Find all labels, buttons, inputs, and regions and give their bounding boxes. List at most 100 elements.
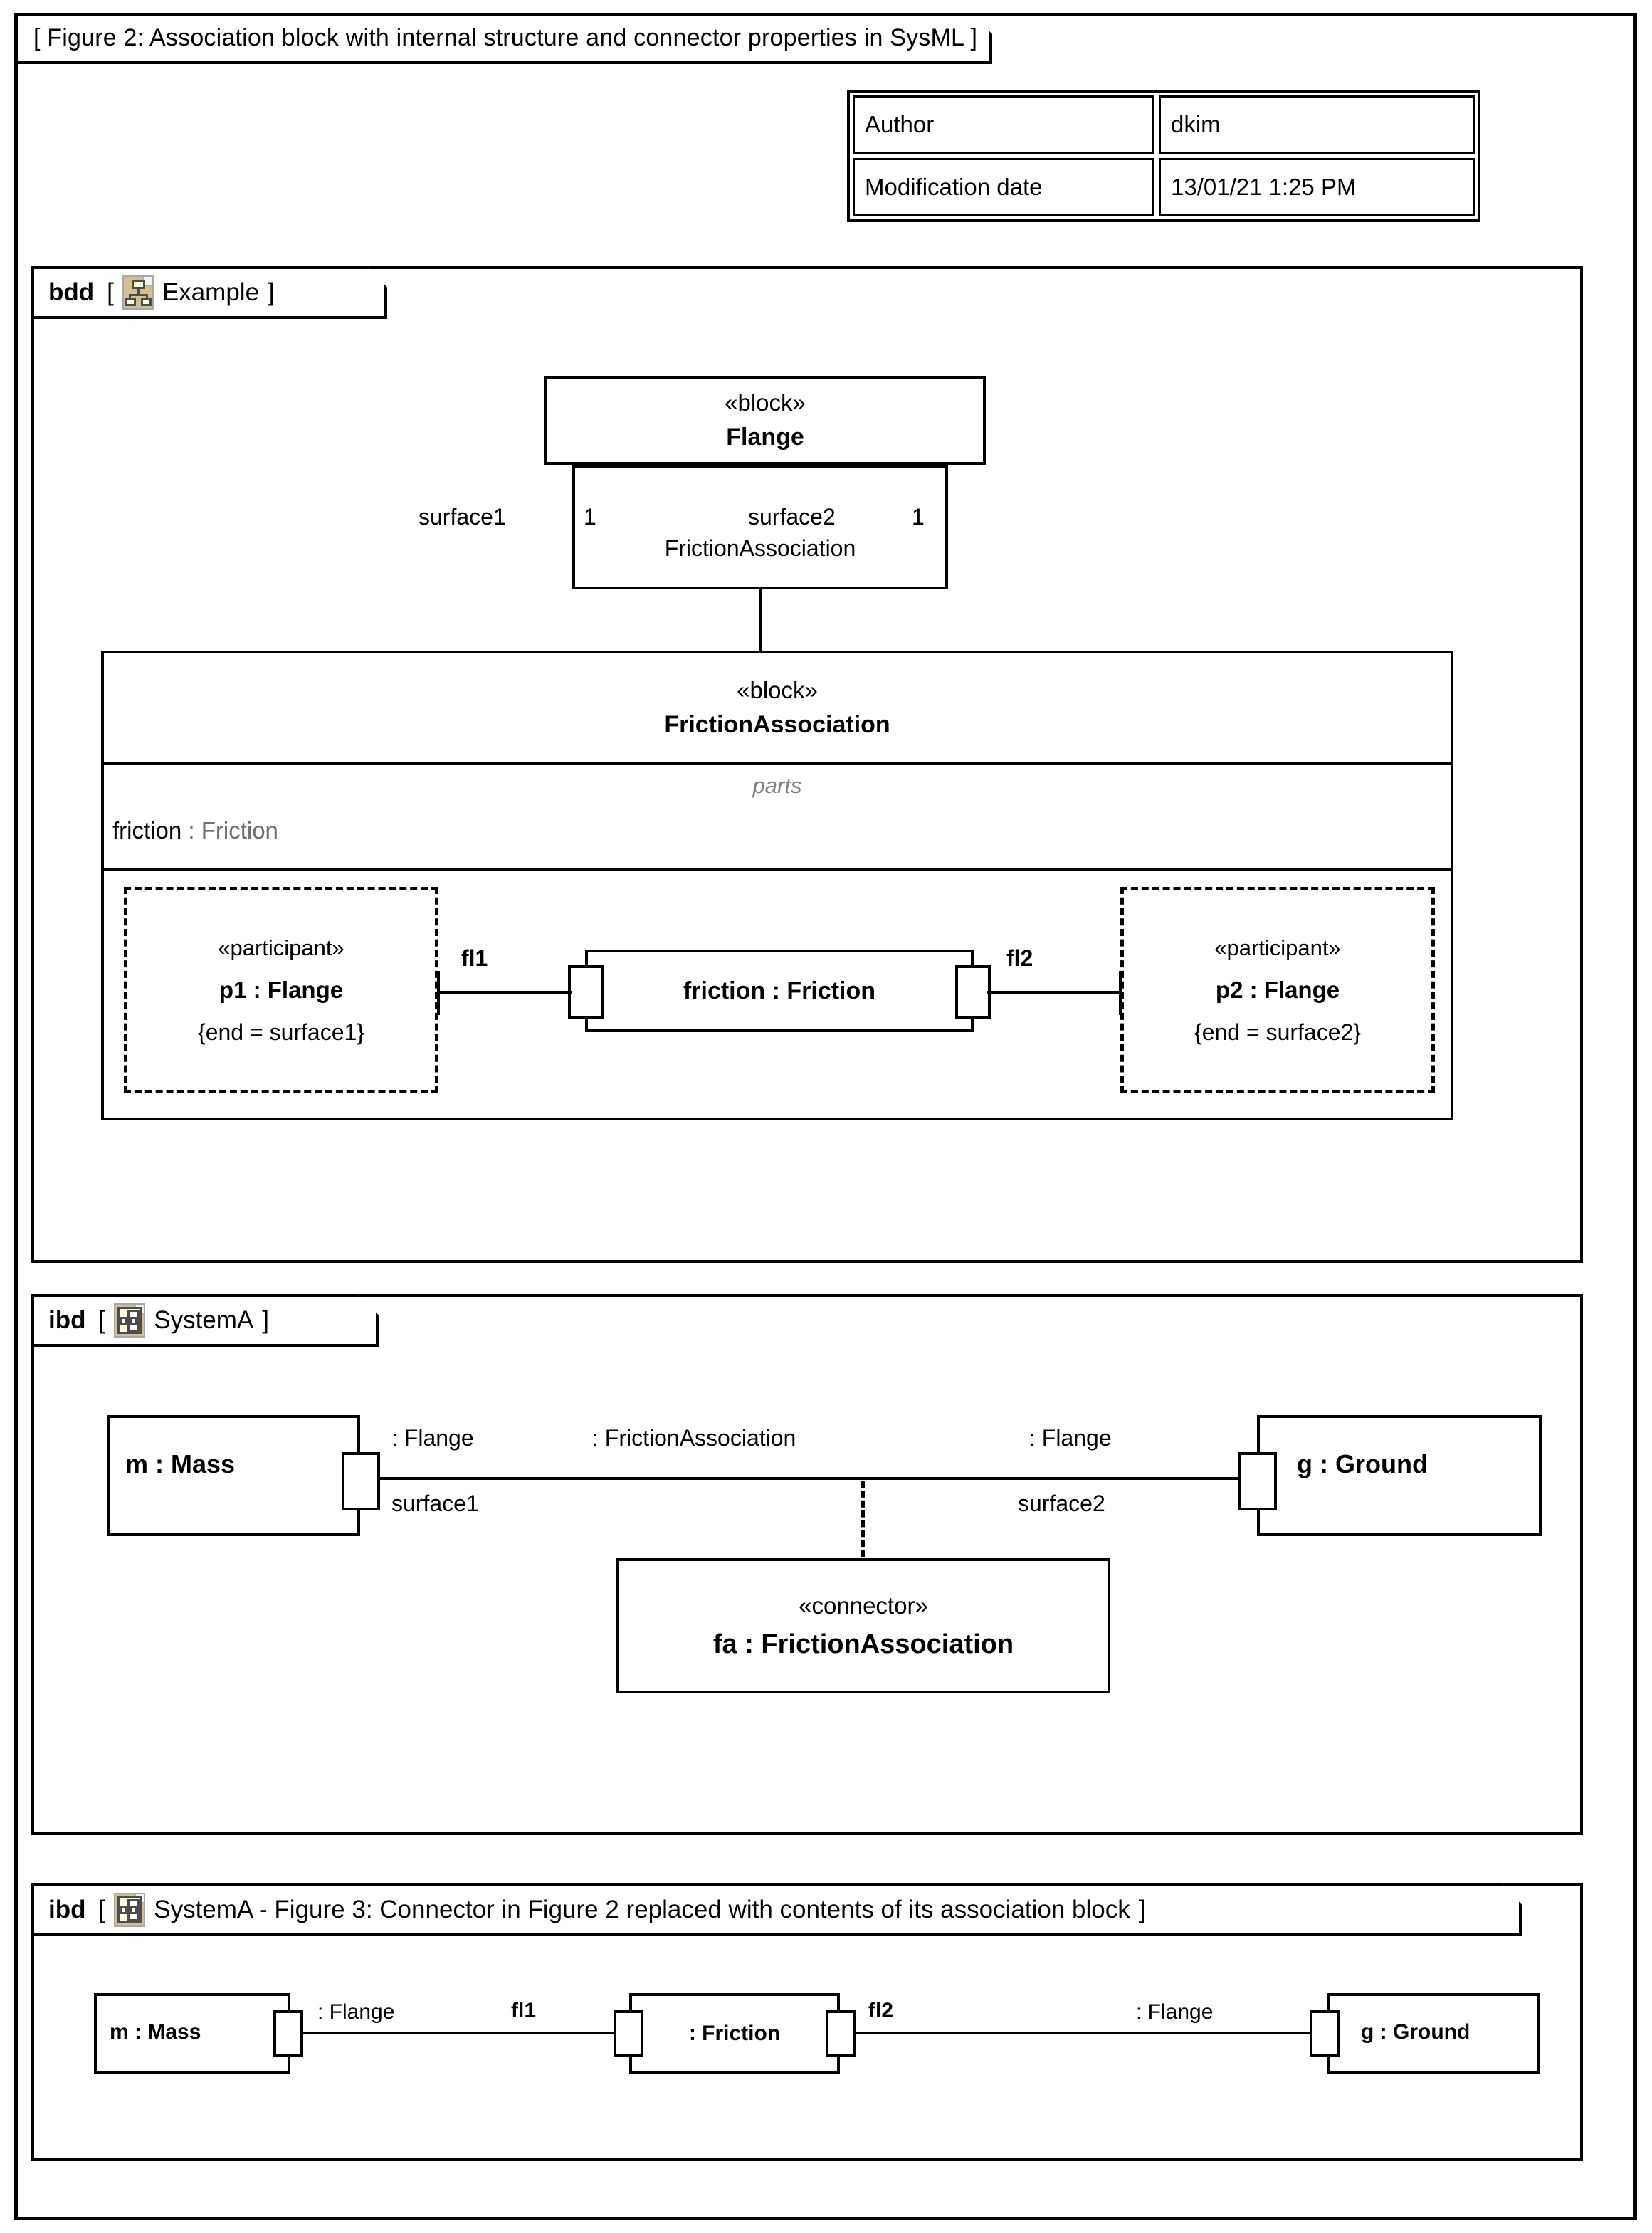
connector-fa-line[interactable] <box>379 1477 1240 1480</box>
left-port-type-label: : Flange <box>391 1425 474 1451</box>
expanded-part-g-ground-box[interactable]: g : Ground <box>1327 1993 1540 2074</box>
metadata-table: Author dkim Modification date 13/01/21 1… <box>847 90 1480 222</box>
bracket-close: ] <box>268 278 275 306</box>
association-end2-multiplicity: 1 <box>912 504 925 530</box>
connector-type-label: : FrictionAssociation <box>592 1425 796 1451</box>
table-row: Modification date 13/01/21 1:25 PM <box>853 158 1475 216</box>
table-row: Author dkim <box>853 95 1475 154</box>
part-g-ground-box[interactable]: g : Ground <box>1257 1415 1542 1536</box>
ibd-kind-label: ibd <box>48 1306 86 1334</box>
expanded-port-g-ground[interactable] <box>1310 2010 1340 2057</box>
association-end2-role: surface2 <box>748 504 836 530</box>
participant-p1-name: p1 : Flange <box>219 976 344 1003</box>
right-port-name-label: surface2 <box>1018 1491 1105 1516</box>
participant-p2-name: p2 : Flange <box>1215 976 1340 1003</box>
part-m-mass-box[interactable]: m : Mass <box>107 1415 360 1536</box>
port-g-ground-surface2[interactable] <box>1238 1452 1277 1510</box>
expanded-part-g-ground-name: g : Ground <box>1361 2020 1471 2044</box>
bracket-close: ] <box>1138 1896 1146 1923</box>
bracket-open: [ <box>98 1896 106 1923</box>
participant-p1-box[interactable]: «participant» p1 : Flange {end = surface… <box>124 887 438 1093</box>
expanded-part-m-mass-name: m : Mass <box>110 2020 201 2044</box>
expanded-connector-fl2-label: fl2 <box>868 1999 894 2022</box>
friction-part-box[interactable]: friction : Friction <box>585 950 974 1032</box>
association-end1-role: surface1 <box>419 504 506 530</box>
participant-p1-stereotype: «participant» <box>218 935 344 960</box>
flange-block[interactable]: «block» Flange <box>544 376 986 465</box>
internal-block-diagram-icon <box>114 1303 145 1338</box>
friction-association-name-compartment: «block» FrictionAssociation <box>104 653 1451 762</box>
expanded-port-m-mass[interactable] <box>273 2010 303 2057</box>
ibd-systema-frame: ibd [ SystemA ] m : Mass g : Ground <box>31 1294 1583 1835</box>
expanded-part-friction-box[interactable]: : Friction <box>629 1993 840 2074</box>
friction-association-link-box[interactable]: FrictionAssociation <box>572 465 948 589</box>
bdd-frame-header: bdd [ Example ] <box>31 266 387 319</box>
connector-fa-name: fa : FrictionAssociation <box>712 1629 1014 1659</box>
right-port-type-label: : Flange <box>1029 1425 1112 1451</box>
figure-title-text: [ Figure 2: Association block with inter… <box>33 24 978 51</box>
association-end1-multiplicity: 1 <box>584 504 596 530</box>
author-value: dkim <box>1159 95 1475 154</box>
part-property-type: Friction <box>201 817 278 844</box>
bracket-open: [ <box>107 278 114 306</box>
author-label: Author <box>853 95 1154 154</box>
expanded-port-friction-right[interactable] <box>826 2010 856 2057</box>
association-link-line <box>759 589 762 651</box>
part-property-friction: friction : Friction <box>112 817 278 844</box>
flange-block-name: Flange <box>726 424 804 451</box>
bdd-frame-label: Example <box>162 278 260 306</box>
connector-fl2-label: fl2 <box>1006 945 1033 971</box>
flange-stereotype: «block» <box>725 389 806 416</box>
ibd-systema-label: SystemA <box>154 1306 254 1334</box>
connector-fl1-label: fl1 <box>461 945 488 971</box>
expanded-connector-fl1-label: fl1 <box>511 1999 537 2022</box>
friction-part-name: friction : Friction <box>683 977 876 1004</box>
participant-p1-constraint: {end = surface1} <box>198 1019 364 1045</box>
part-g-ground-name: g : Ground <box>1297 1449 1428 1478</box>
ibd-systema-expanded-header: ibd [ SystemA - Figure 3: Connector in F… <box>31 1883 1522 1936</box>
connector-fl2-line[interactable] <box>987 991 1122 994</box>
expanded-part-m-mass-box[interactable]: m : Mass <box>94 1993 290 2074</box>
expanded-connector-fl2-line[interactable] <box>854 2032 1312 2034</box>
friction-association-name: FrictionAssociation <box>664 710 890 738</box>
bracket-open: [ <box>98 1306 106 1334</box>
friction-part-port-right[interactable] <box>955 965 991 1019</box>
part-m-mass-name: m : Mass <box>125 1449 236 1478</box>
connector-fa-block[interactable]: «connector» fa : FrictionAssociation <box>616 1558 1110 1693</box>
expanded-left-type-label: : Flange <box>317 2000 395 2024</box>
part-property-sep: : <box>181 817 201 844</box>
friction-part-port-left[interactable] <box>568 965 604 1019</box>
expanded-part-friction-name: : Friction <box>688 2022 781 2045</box>
modification-date-value: 13/01/21 1:25 PM <box>1159 158 1475 216</box>
figure-title-pennant: [ Figure 2: Association block with inter… <box>18 16 992 64</box>
expanded-right-type-label: : Flange <box>1136 2000 1214 2024</box>
parts-compartment: parts friction : Friction <box>104 762 1451 868</box>
connector-block-leader-line <box>861 1481 865 1557</box>
participant-p2-box[interactable]: «participant» p2 : Flange {end = surface… <box>1120 887 1435 1093</box>
friction-association-stereotype: «block» <box>737 676 818 703</box>
ibd-systema-expanded-label: SystemA - Figure 3: Connector in Figure … <box>154 1896 1130 1923</box>
ibd-kind-label: ibd <box>48 1896 86 1923</box>
connector-fl1-line[interactable] <box>437 991 572 994</box>
connector-fl2-anchor <box>1119 971 1122 1015</box>
expanded-connector-fl1-line[interactable] <box>302 2032 616 2034</box>
participant-p2-stereotype: «participant» <box>1214 935 1341 960</box>
part-property-name: friction <box>112 817 182 844</box>
port-m-mass-surface1[interactable] <box>342 1452 380 1510</box>
bracket-close: ] <box>262 1306 269 1334</box>
association-name: FrictionAssociation <box>664 535 856 561</box>
parts-compartment-label: parts <box>752 773 802 798</box>
connector-fa-stereotype: «connector» <box>799 1592 928 1619</box>
ibd-systema-header: ibd [ SystemA ] <box>31 1294 379 1347</box>
bdd-diagram-frame: bdd [ Example ] «block» Flange <box>31 266 1583 1263</box>
bdd-kind-label: bdd <box>48 278 95 306</box>
modification-date-label: Modification date <box>853 158 1154 216</box>
participant-p2-constraint: {end = surface2} <box>1194 1019 1361 1045</box>
expanded-port-friction-left[interactable] <box>614 2010 643 2057</box>
left-port-name-label: surface1 <box>391 1491 479 1516</box>
ibd-systema-expanded-frame: ibd [ SystemA - Figure 3: Connector in F… <box>31 1883 1583 2161</box>
block-definition-diagram-icon <box>122 275 154 310</box>
friction-association-block[interactable]: «block» FrictionAssociation parts fricti… <box>101 651 1453 1120</box>
internal-block-diagram-icon <box>114 1893 145 1927</box>
